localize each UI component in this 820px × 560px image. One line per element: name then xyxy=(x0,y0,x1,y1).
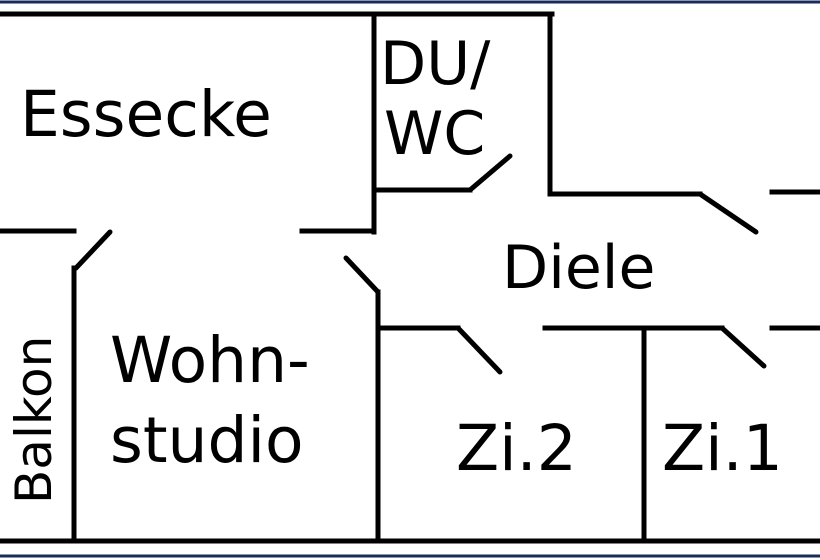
label-diele: Diele xyxy=(502,233,655,303)
door-diele-top xyxy=(697,191,759,235)
label-balkon: Balkon xyxy=(5,336,63,504)
label-duwc-line2: WC xyxy=(384,99,485,169)
door-zi2 xyxy=(455,325,503,375)
label-zi2: Zi.2 xyxy=(456,412,577,485)
door-zi1 xyxy=(719,325,767,369)
label-zi1: Zi.1 xyxy=(662,412,783,485)
label-wohnstudio-line2: studio xyxy=(110,404,304,477)
door-wohnstudio-diele xyxy=(343,255,381,295)
door-duwc xyxy=(467,153,513,193)
label-essecke: Essecke xyxy=(20,78,272,151)
label-wohnstudio-line1: Wohn- xyxy=(110,324,310,397)
door-wohnstudio xyxy=(73,229,113,271)
label-duwc-line1: DU/ xyxy=(380,29,491,99)
